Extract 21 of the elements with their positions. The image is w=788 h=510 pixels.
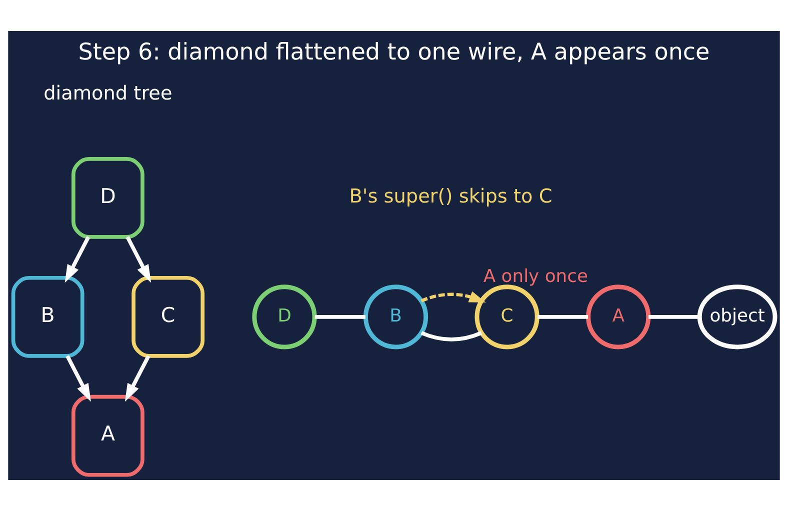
- connector: [420, 330, 482, 341]
- node-circle: D: [252, 284, 317, 349]
- node-box: B: [11, 275, 84, 358]
- node-box: A: [71, 394, 144, 476]
- node-box: C: [132, 275, 205, 358]
- arrow: [126, 236, 152, 282]
- node-label: A only once: [483, 265, 588, 286]
- node-ellipse: object: [697, 284, 778, 349]
- arrow: [420, 290, 486, 302]
- node-circle: B: [363, 284, 428, 349]
- arrow: [66, 354, 91, 402]
- connector: [314, 314, 366, 318]
- connector: [648, 314, 700, 318]
- node-circle: A: [586, 284, 651, 349]
- label: B's super() skips to C: [349, 184, 552, 207]
- label: diamond tree: [44, 80, 172, 104]
- arrow: [124, 354, 150, 402]
- arrow: [64, 236, 90, 282]
- connector: [538, 314, 588, 318]
- diagram-title: Step 6: diamond flattened to one wire, A appears once: [78, 39, 710, 66]
- node-box: D: [71, 156, 144, 238]
